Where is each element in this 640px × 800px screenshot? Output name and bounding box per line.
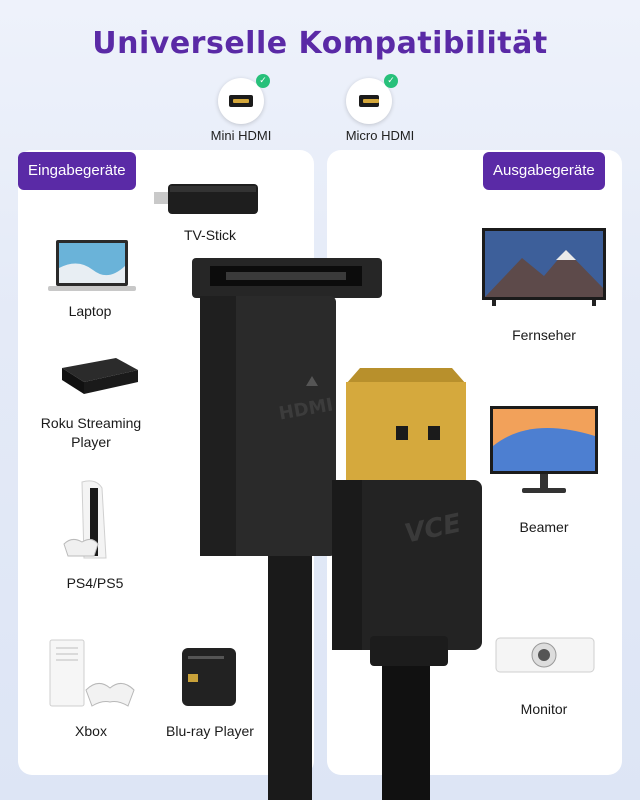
device-label-roku: Roku Streaming Player [40,415,142,450]
tv-stick-icon [154,184,258,214]
bluray-player-icon [182,648,236,706]
device-label-tv-stick: TV-Stick [183,227,237,243]
check-icon: ✓ [256,74,270,88]
ps5-console-icon [63,480,107,559]
check-icon: ✓ [384,74,398,88]
roku-player-icon [62,358,138,394]
output-devices-tag: Ausgabegeräte [483,152,605,190]
micro-hdmi-port-icon: ✓ [346,74,398,124]
xbox-console-icon [49,639,135,707]
mini-hdmi-port-icon: ✓ [218,74,270,124]
television-icon [482,228,606,306]
page-title: Universelle Kompatibilität [92,26,548,61]
device-label-bluray: Blu-ray Player [166,723,254,739]
device-label-laptop: Laptop [68,303,112,319]
device-label-monitor: Monitor [520,701,568,717]
mini-hdmi-label: Mini HDMI [210,128,272,143]
device-label-beamer: Beamer [519,519,569,535]
device-label-ps: PS4/PS5 [66,575,124,591]
projector-icon [495,637,595,673]
input-devices-tag: Eingabegeräte [18,152,136,190]
hdmi-cable-icon [192,258,482,800]
device-label-xbox: Xbox [75,723,107,739]
device-label-tv: Fernseher [512,327,576,343]
laptop-icon [48,240,136,291]
micro-hdmi-label: Micro HDMI [345,128,415,143]
monitor-icon [490,406,598,493]
